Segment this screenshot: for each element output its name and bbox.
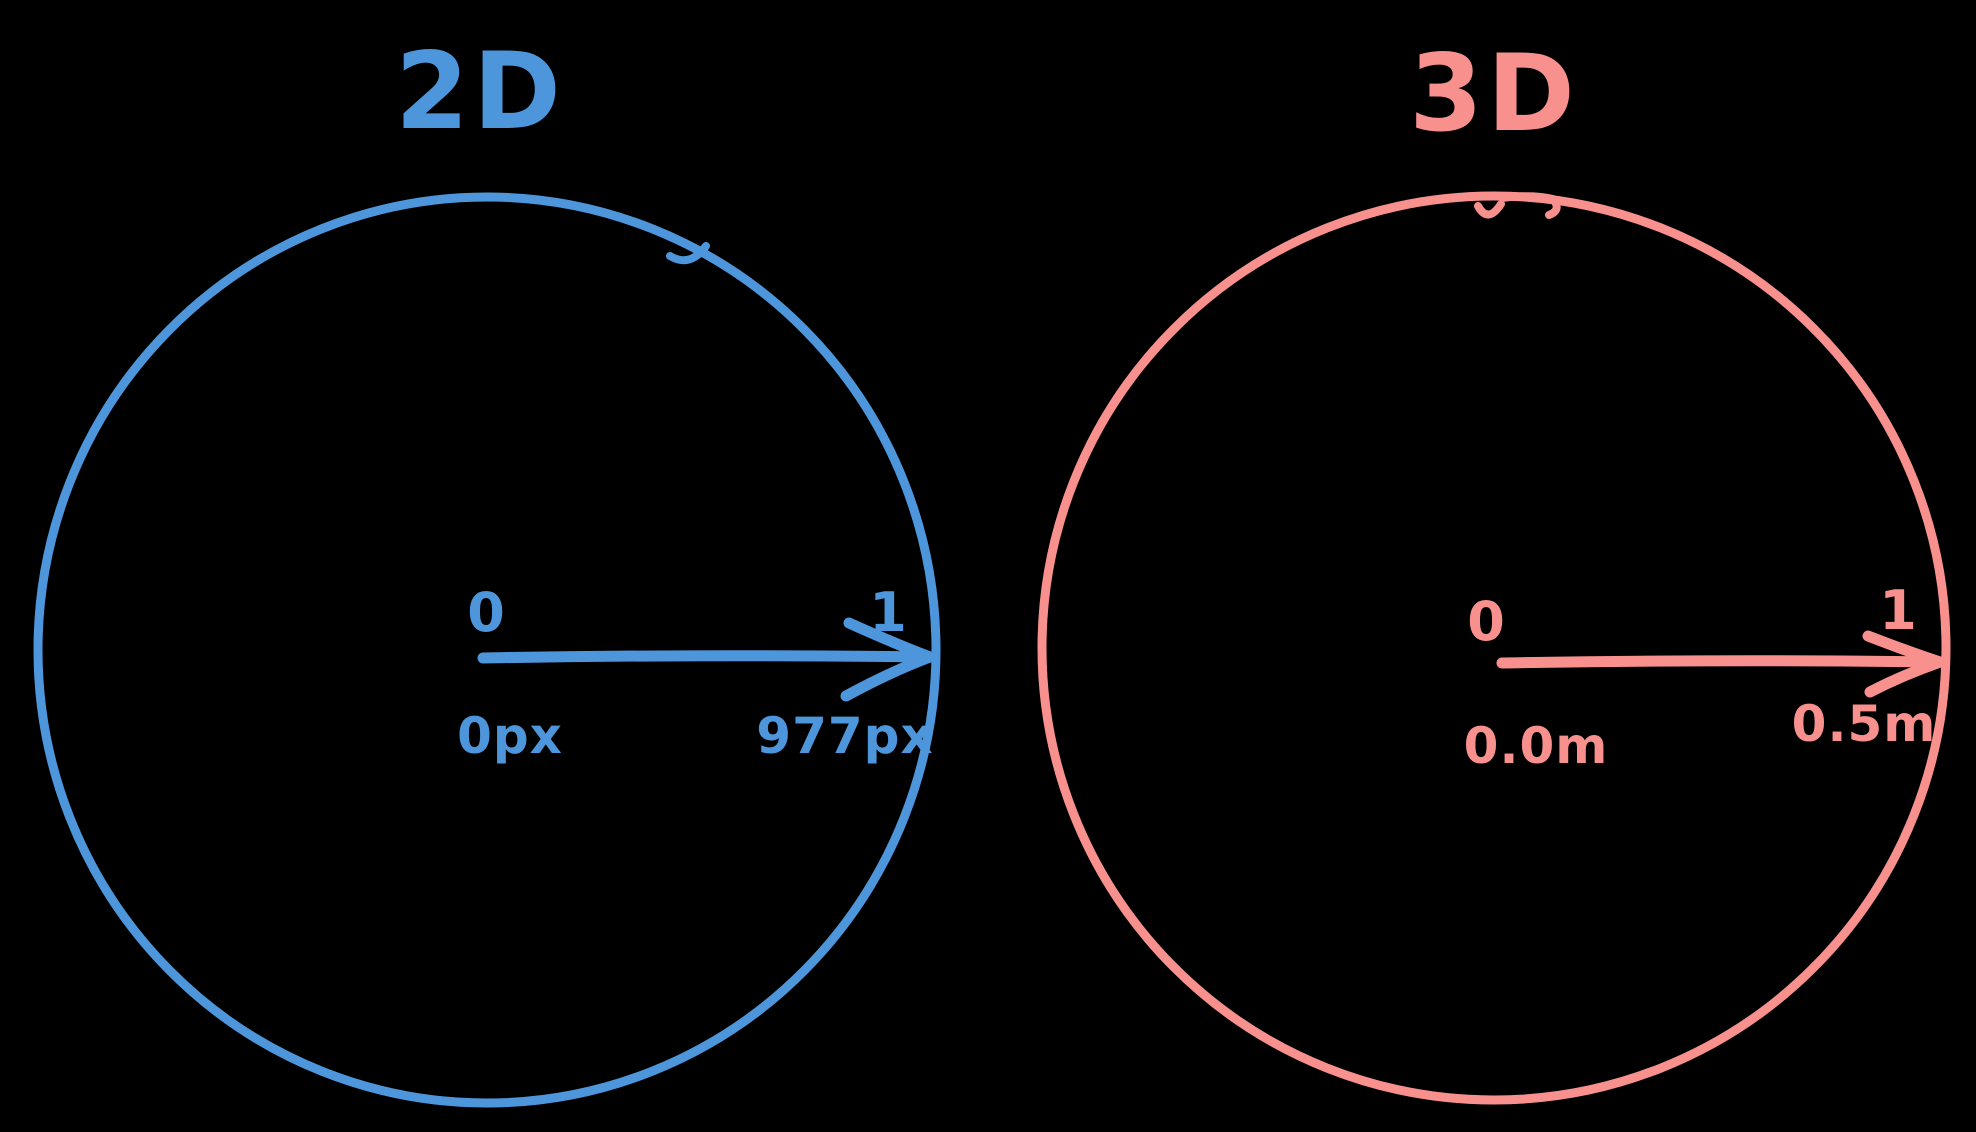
- 2d-title: 2D: [395, 30, 565, 153]
- 2d-axis-origin-label: 0px: [457, 707, 563, 765]
- 3d-axis-origin-label: 0.0m: [1463, 717, 1609, 775]
- 2d-circle-stroke-end-hook: [666, 242, 710, 265]
- 3d-axis-end-tick: 1: [1879, 579, 1917, 642]
- 3d-title: 3D: [1409, 32, 1579, 155]
- 3d-axis-origin-tick: 0: [1467, 590, 1505, 653]
- 2d-axis-origin-tick: 0: [467, 581, 505, 644]
- 2d-axis-end-tick: 1: [869, 581, 907, 644]
- 2d-radius-arrow-shaft: [477, 650, 934, 664]
- 3d-radius-arrow-head: [1862, 630, 1946, 698]
- 3d-circle-stroke-end-hook: [1474, 192, 1561, 219]
- 2d-circle: [33, 192, 941, 1108]
- 2d-radius-arrow-head: [840, 617, 936, 702]
- 3d-axis-end-label: 0.5m: [1791, 695, 1937, 753]
- 3d-circle: [1037, 191, 1951, 1105]
- 3d-radius-arrow-shaft: [1496, 655, 1942, 669]
- 2d-axis-end-label: 977px: [756, 707, 934, 765]
